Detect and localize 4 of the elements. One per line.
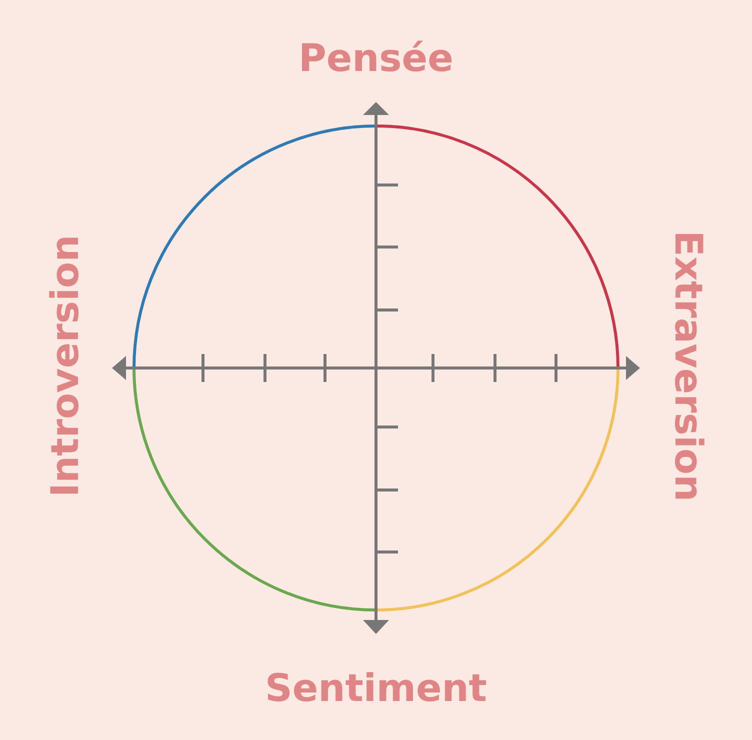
axis-label: Introversion [46,234,84,498]
axis-label: Sentiment [265,669,487,707]
axis-label: Pensée [298,39,454,77]
axis-label: Extraversion [669,230,708,502]
